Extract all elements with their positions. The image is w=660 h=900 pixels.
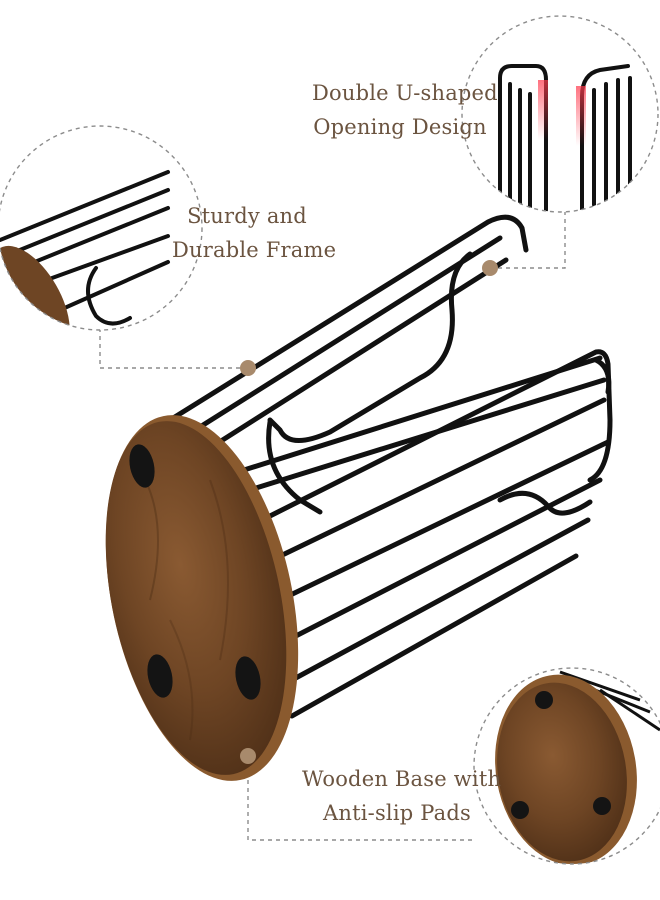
marker-dot-frame: [240, 360, 256, 376]
callout-base-line1: Wooden Base with: [302, 767, 502, 791]
leader-line-opening: [490, 212, 566, 269]
detail-circle-base: [473, 667, 660, 865]
leader-line-frame: [99, 330, 248, 369]
callout-opening-design: Double U-shaped Opening Design: [312, 76, 498, 144]
wooden-base: [105, 415, 299, 781]
detail-circle-frame: [0, 125, 203, 331]
anti-slip-pad: [535, 691, 553, 709]
callout-base-line2: Anti-slip Pads: [323, 801, 471, 825]
anti-slip-pad: [147, 654, 173, 698]
callout-frame-line2: Durable Frame: [172, 238, 337, 262]
callout-wooden-base: Wooden Base with Anti-slip Pads: [302, 762, 502, 830]
leader-lines: [99, 212, 566, 841]
detail-circle-opening: [461, 15, 659, 213]
anti-slip-pad: [593, 797, 611, 815]
callout-frame-line1: Sturdy and: [187, 204, 307, 228]
callout-opening-line2: Opening Design: [313, 115, 487, 139]
leader-line-base: [247, 756, 474, 841]
callout-opening-line1: Double U-shaped: [312, 81, 498, 105]
marker-dots: [240, 260, 498, 764]
wire-frame: [167, 214, 613, 719]
anti-slip-pad: [129, 444, 155, 488]
marker-dot-opening: [482, 260, 498, 276]
anti-slip-pad: [511, 801, 529, 819]
callout-durable-frame: Sturdy and Durable Frame: [172, 199, 337, 267]
anti-slip-pad: [235, 656, 261, 700]
marker-dot-base: [240, 748, 256, 764]
